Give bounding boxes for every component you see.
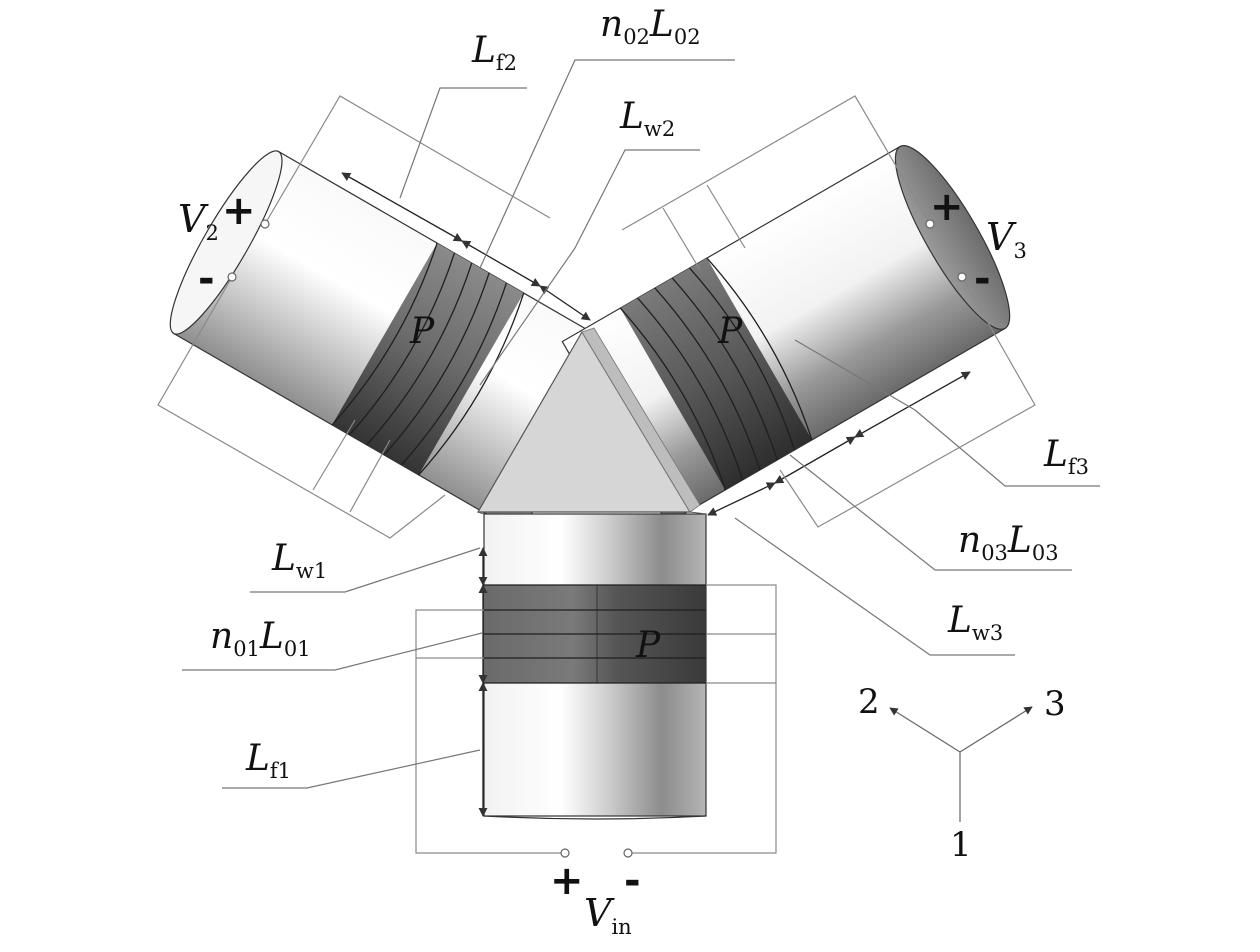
terminal-v3-minus [957,272,967,282]
vin-minus-sign: - [624,858,641,904]
label-lf1: Lf1 [245,738,291,783]
label-lw2: Lw2 [619,96,675,141]
arm-3-coil [619,257,813,491]
label-v3: V3 [986,215,1027,263]
v3-minus-sign: - [974,256,991,302]
arm-1-coil [484,584,706,684]
axis-label-1: 1 [950,825,972,865]
terminal-vin-plus [560,848,570,858]
polarization-p-arm3: P [717,311,743,352]
electrode-frames [157,95,1036,854]
arm-3-cylinder [561,145,1011,525]
terminal-v2-plus [260,219,270,229]
polarization-p-arm2: P [409,311,435,352]
label-lw1: Lw1 [271,538,327,583]
v2-plus-sign: + [222,188,256,234]
terminal-vin-minus [623,848,633,858]
coordinate-axes: 2 3 1 [858,682,1066,865]
label-n01l01: n01L01 [210,616,311,661]
v2-minus-sign: - [198,256,215,302]
dimension-lines [341,172,971,817]
label-v2: V2 [178,197,219,245]
label-vin: Vin [584,891,632,939]
v3-plus-sign: + [930,184,964,230]
labels: Lf2 n02L02 Lw2 V2 + - + V3 - Lf3 n03L03 [178,4,1089,939]
arm-1-cylinder [477,511,707,820]
axis-label-3: 3 [1044,684,1066,724]
label-lf2: Lf2 [471,30,517,75]
label-lf3: Lf3 [1043,434,1089,479]
arm-2-coil [331,242,525,476]
leader-lines [182,59,1100,789]
label-n03l03: n03L03 [958,520,1059,565]
terminal-v3-plus [925,219,935,229]
polarization-p-arm1: P [635,625,661,666]
terminal-v2-minus [227,272,237,282]
vin-plus-sign: + [550,858,584,904]
label-n02l02: n02L02 [600,4,701,49]
terminals [227,219,967,858]
label-lw3: Lw3 [947,600,1003,645]
arm-2-cylinder [169,150,626,535]
axis-label-2: 2 [858,682,880,722]
